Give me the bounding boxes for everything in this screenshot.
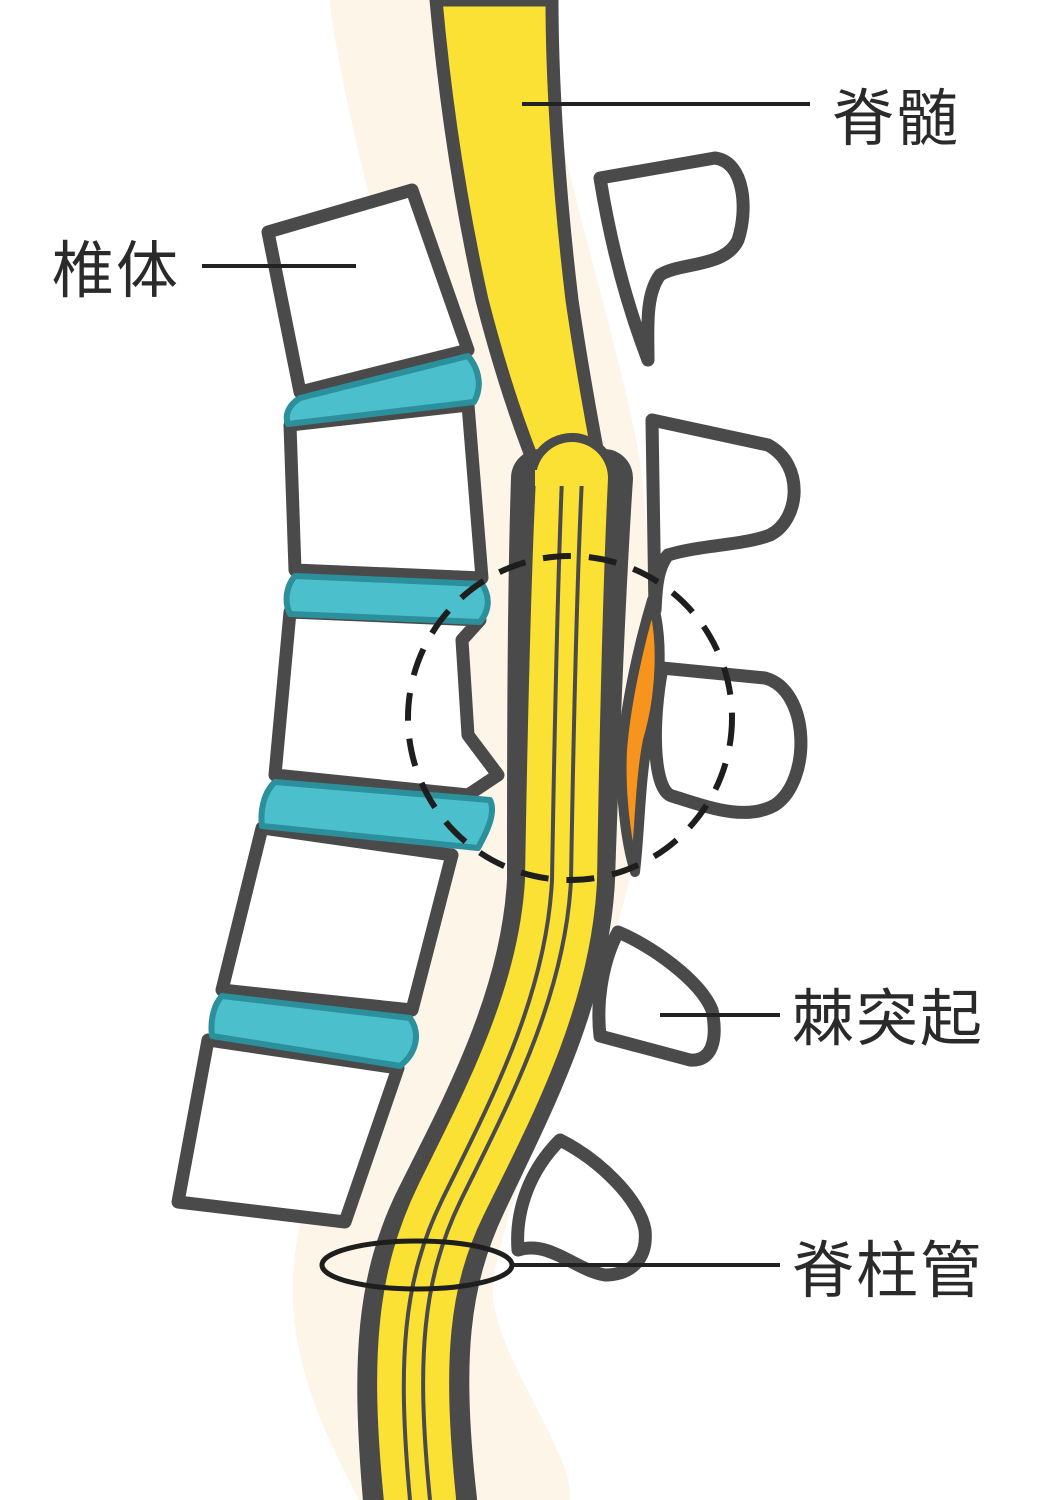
disc-4 [208, 993, 419, 1069]
vertebral-body-2 [283, 398, 489, 585]
spinous-processes [511, 151, 808, 1282]
intervertebral-discs [208, 353, 496, 1069]
stenosis-dashed-circle [405, 553, 735, 883]
vertebral-body-1 [261, 183, 475, 399]
vertebral-bodies [171, 183, 505, 1229]
label-spinous-process: 棘突起 [792, 982, 984, 1055]
spinous-process-1 [593, 151, 750, 367]
cauda-equina [357, 433, 633, 1500]
spinous-process-5 [511, 1133, 652, 1282]
spinous-process-4 [592, 925, 721, 1067]
spinous-process-2 [645, 413, 801, 617]
vertebral-body-4 [215, 821, 459, 1017]
disc-2 [283, 573, 491, 625]
vertebral-body-3 [268, 605, 505, 802]
ligamentum-flavum [616, 595, 665, 877]
vertebral-body-5 [171, 1033, 405, 1229]
leader-lines [202, 102, 810, 1267]
label-spinal-canal: 脊柱管 [792, 1234, 984, 1307]
label-spinal-cord: 脊髄 [832, 82, 960, 155]
disc-3 [258, 779, 496, 851]
label-vertebral-body: 椎体 [52, 234, 180, 307]
disc-1 [283, 353, 482, 427]
